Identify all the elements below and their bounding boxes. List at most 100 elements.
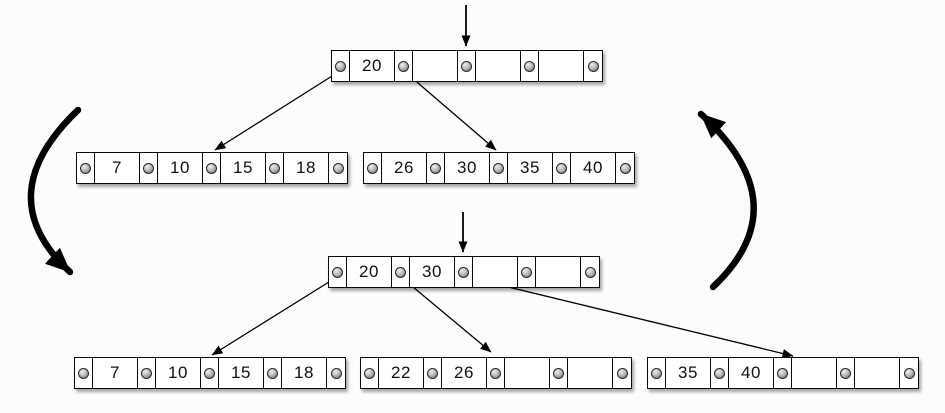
pointer-dot-icon [395, 266, 406, 278]
key-cell: 15 [221, 153, 266, 183]
pointer-cell [264, 358, 282, 388]
pointer-cell [329, 257, 347, 287]
cycle-arrow-left [27, 106, 82, 276]
pointer-cell [140, 153, 158, 183]
pointer-dot-icon [619, 162, 631, 174]
key-cell [505, 358, 550, 388]
key-cell: 18 [282, 358, 327, 388]
pointer-dot-icon [840, 367, 851, 379]
pointer-dot-icon [367, 162, 378, 174]
pointer-cell [487, 358, 505, 388]
pointer-cell [203, 153, 221, 183]
pointer-cell [424, 358, 442, 388]
pointer-dot-icon [616, 367, 628, 379]
pointer-dot-icon [332, 162, 344, 174]
pointer-cell [581, 257, 599, 287]
key-cell [536, 257, 581, 287]
pointer-cell [518, 257, 536, 287]
pointer-cell [900, 358, 918, 388]
pointer-arrow-after-child-1 [400, 276, 492, 353]
pointer-dot-icon [553, 367, 564, 379]
key-cell: 30 [410, 257, 455, 287]
pointer-dot-icon [524, 60, 535, 72]
pointer-dot-icon [714, 367, 725, 379]
key-cell [855, 358, 900, 388]
key-cell: 15 [219, 358, 264, 388]
pointer-cell [774, 358, 792, 388]
pointer-arrow-before-child-0 [214, 70, 341, 151]
key-cell: 35 [508, 153, 553, 183]
pointer-dot-icon [330, 367, 342, 379]
pointer-cell [77, 153, 95, 183]
pointer-cell [521, 51, 539, 81]
pointer-cell [455, 257, 473, 287]
pointer-dot-icon [458, 266, 469, 278]
pointer-dot-icon [78, 367, 89, 379]
pointer-dot-icon [430, 162, 441, 174]
btree-node-before-child-0: 7 10 15 18 [76, 152, 348, 184]
pointer-cell [427, 153, 445, 183]
key-cell: 22 [379, 358, 424, 388]
pointer-cell [201, 358, 219, 388]
key-cell [792, 358, 837, 388]
pointer-dot-icon [335, 60, 346, 72]
pointer-dot-icon [587, 60, 599, 72]
pointer-cell [138, 358, 156, 388]
key-cell [473, 257, 518, 287]
key-cell: 10 [158, 153, 203, 183]
pointer-cell [266, 153, 284, 183]
pointer-arrow-after-child-2 [466, 276, 794, 358]
pointer-dot-icon [556, 162, 567, 174]
pointer-cell [550, 358, 568, 388]
pointer-dot-icon [461, 60, 472, 72]
pointer-dot-icon [332, 266, 343, 278]
pointer-cell [616, 153, 634, 183]
key-cell [476, 51, 521, 81]
pointer-cell [364, 153, 382, 183]
pointer-dot-icon [651, 367, 662, 379]
key-cell: 26 [382, 153, 427, 183]
pointer-cell [392, 257, 410, 287]
pointer-dot-icon [269, 162, 280, 174]
pointer-dot-icon [141, 367, 152, 379]
pointer-dot-icon [493, 162, 504, 174]
pointer-cell [329, 153, 347, 183]
pointer-dot-icon [364, 367, 375, 379]
pointer-cell [613, 358, 631, 388]
pointer-arrow-before-child-1 [403, 70, 497, 151]
pointer-cell [75, 358, 93, 388]
pointer-dot-icon [206, 162, 217, 174]
pointer-cell [332, 51, 350, 81]
pointer-dot-icon [427, 367, 438, 379]
btree-node-after-child-1: 22 26 [360, 357, 632, 389]
pointer-dot-icon [204, 367, 215, 379]
key-cell: 40 [729, 358, 774, 388]
pointer-dot-icon [398, 60, 409, 72]
key-cell: 10 [156, 358, 201, 388]
btree-node-before-root: 20 [331, 50, 603, 82]
pointer-cell [361, 358, 379, 388]
key-cell: 26 [442, 358, 487, 388]
pointer-dot-icon [143, 162, 154, 174]
key-cell [568, 358, 613, 388]
cycle-arrow-right [697, 110, 757, 291]
pointer-cell [648, 358, 666, 388]
key-cell: 7 [95, 153, 140, 183]
key-cell: 18 [284, 153, 329, 183]
key-cell: 40 [571, 153, 616, 183]
pointer-cell [490, 153, 508, 183]
pointer-dot-icon [490, 367, 501, 379]
pointer-cell [395, 51, 413, 81]
pointer-cell [584, 51, 602, 81]
pointer-dot-icon [584, 266, 596, 278]
pointer-cell [458, 51, 476, 81]
pointer-dot-icon [80, 162, 91, 174]
pointer-cell [837, 358, 855, 388]
key-cell [539, 51, 584, 81]
pointer-arrow-after-child-0 [211, 276, 338, 356]
pointer-dot-icon [777, 367, 788, 379]
